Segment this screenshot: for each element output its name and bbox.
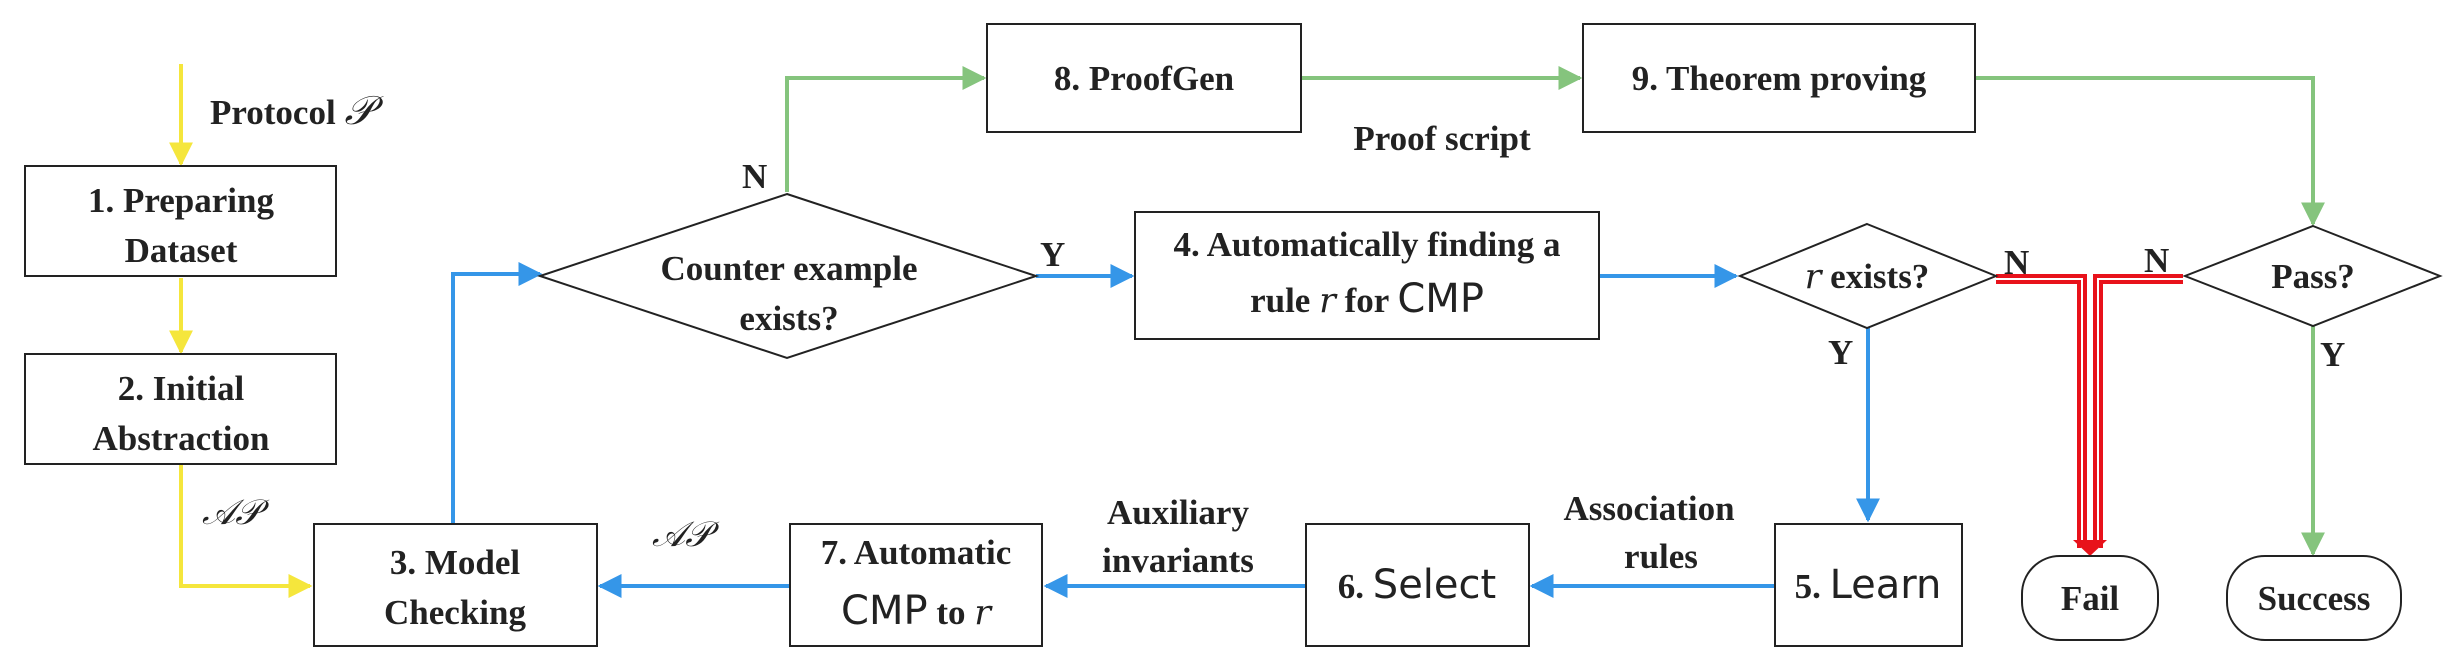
auxiliary-label-line2: invariants <box>1102 541 1254 580</box>
node-counter-example: Counter example exists? <box>536 192 1040 360</box>
edge-counter-example-no-to-proofgen <box>785 66 987 192</box>
node-success: Success <box>2226 555 2402 641</box>
node-fail: Fail <box>2021 555 2159 641</box>
pass-no-label: N <box>2144 241 2169 280</box>
association-label-line1: Association <box>1563 489 1734 528</box>
counter-example-no-label: N <box>742 157 767 196</box>
edge-theorem-proving-to-pass <box>1975 76 2325 227</box>
r-exists-yes-label: Y <box>1828 333 1853 372</box>
node-theorem-proving: 9. Theorem proving <box>1582 23 1976 133</box>
edge-pass-no-to-fail-a <box>2093 274 2183 548</box>
node-model-checking: 3. Model Checking <box>313 523 598 647</box>
counter-example-line2: exists? <box>739 299 838 338</box>
fail-label: Fail <box>2061 579 2120 618</box>
r-exists-label: r exists? <box>1805 257 1930 297</box>
proof-script-label: Proof script <box>1353 119 1531 158</box>
model-checking-line1: 3. Model <box>390 543 521 582</box>
counter-example-line1: Counter example <box>661 249 918 288</box>
node-find-rule: 4. Automatically finding a rule r for CM… <box>1134 211 1600 340</box>
preparing-dataset-line2: Dataset <box>125 231 238 270</box>
r-exists-no-label: N <box>2004 243 2029 282</box>
automatic-cmp-line1: 7. Automatic <box>821 533 1012 572</box>
node-automatic-cmp: 7. Automatic CMP to r <box>789 523 1043 647</box>
find-rule-line2: rule r for CMP <box>1250 276 1484 322</box>
edge-labels: Protocol 𝒫 𝒜𝒫 𝒜𝒫 Proof script Auxiliary … <box>202 88 2345 580</box>
select-label: 6. Select <box>1338 562 1496 608</box>
automatic-cmp-line2: CMP to r <box>841 588 993 634</box>
edge-model-checking-to-counter-example <box>451 262 543 524</box>
initial-abstraction-line1: 2. Initial <box>118 369 245 408</box>
model-checking-line2: Checking <box>384 593 526 632</box>
edges-blue <box>451 262 1880 598</box>
node-initial-abstraction: 2. Initial Abstraction <box>24 353 337 465</box>
node-preparing-dataset: 1. Preparing Dataset <box>24 165 337 277</box>
preparing-dataset-line1: 1. Preparing <box>88 181 275 220</box>
pass-label: Pass? <box>2271 257 2355 296</box>
ap-label-left: 𝒜𝒫 <box>202 493 270 533</box>
edges-green <box>785 66 2325 557</box>
node-pass: Pass? <box>2182 224 2443 328</box>
node-select: 6. Select <box>1305 523 1530 647</box>
ap-label-bottom: 𝒜𝒫 <box>652 515 720 555</box>
node-r-exists: r exists? <box>1737 222 1999 330</box>
learn-label: 5. Learn <box>1795 562 1942 608</box>
edge-pass-no-to-fail-b <box>2099 280 2183 548</box>
auxiliary-label-line1: Auxiliary <box>1107 493 1249 532</box>
success-label: Success <box>2258 579 2371 618</box>
pass-yes-label: Y <box>2320 335 2345 374</box>
edges-red <box>1996 274 2183 556</box>
theorem-proving-label: 9. Theorem proving <box>1632 59 1927 98</box>
edge-r-exists-no-to-fail-b <box>1996 280 2081 548</box>
proofgen-label: 8. ProofGen <box>1054 59 1234 98</box>
initial-abstraction-line2: Abstraction <box>93 419 270 458</box>
edge-r-exists-no-to-fail-a <box>1996 274 2087 548</box>
node-learn: 5. Learn <box>1774 523 1963 647</box>
node-proofgen: 8. ProofGen <box>986 23 1302 133</box>
association-label-line2: rules <box>1624 537 1698 576</box>
edges-yellow <box>169 64 313 598</box>
protocol-label: Protocol 𝒫 <box>210 88 384 134</box>
edge-initial-to-model-checking <box>179 464 313 598</box>
counter-example-yes-label: Y <box>1040 235 1065 274</box>
fail-arrowhead <box>2073 540 2107 556</box>
find-rule-line1: 4. Automatically finding a <box>1174 225 1561 264</box>
